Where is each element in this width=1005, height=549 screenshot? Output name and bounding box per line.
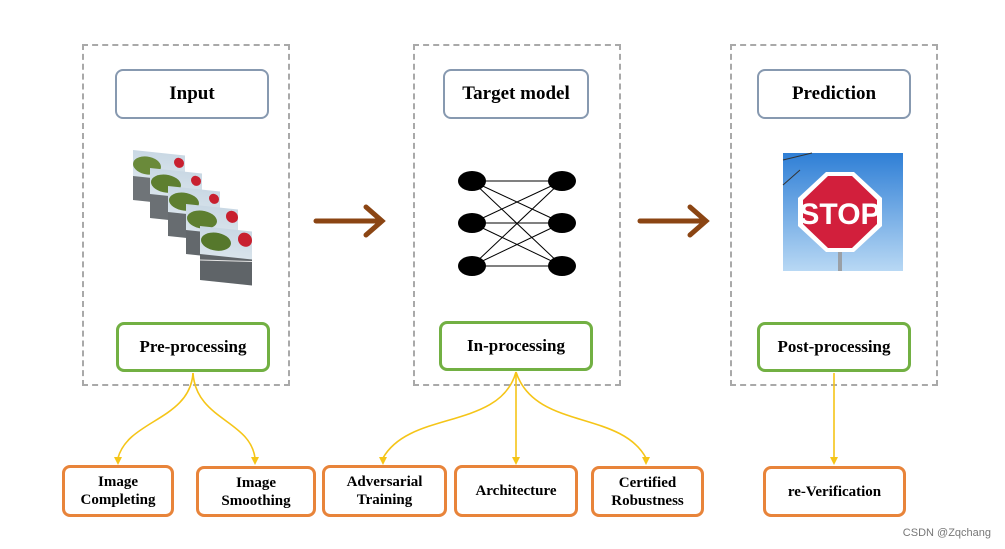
method-label-line1: Adversarial: [346, 474, 423, 490]
method-label-line1: Certified: [618, 474, 677, 491]
stop-octagon: [803, 176, 877, 248]
watermark-text: CSDN @Zqchang: [902, 527, 991, 539]
output-node: [548, 213, 576, 233]
pre-processing-box: Pre-processing: [116, 322, 270, 372]
output-node: [548, 171, 576, 191]
branch-arrowheads: [114, 457, 838, 465]
method-label: re-Verification: [787, 483, 882, 500]
method-label-line1: Image: [236, 474, 276, 491]
model-stage-frame: [413, 44, 621, 386]
branch-lines: [117, 371, 835, 459]
certified-robustness-box: Certified Robustness: [591, 466, 704, 517]
flow-arrow-1: [313, 204, 386, 238]
flow-arrow-2: [637, 204, 710, 238]
adversarial-training-box: Adversarial Training: [322, 465, 447, 517]
method-label-line1: Image: [98, 474, 138, 490]
re-verification-box: re-Verification: [763, 466, 906, 517]
in-processing-box: In-processing: [439, 321, 593, 371]
input-image-stack: [133, 150, 253, 286]
input-title: Input: [115, 69, 269, 119]
method-label: Architecture: [475, 483, 557, 499]
image-smoothing-box: Image Smoothing: [196, 466, 316, 517]
image-completing-box: Image Completing: [62, 465, 174, 517]
method-label-line2: Completing: [80, 492, 156, 508]
stop-sign-image: STOP: [782, 152, 903, 271]
output-node: [548, 256, 576, 276]
input-node: [458, 213, 486, 233]
stop-sign-text: STOP: [799, 198, 880, 231]
input-stage-frame: [82, 44, 290, 386]
post-processing-box: Post-processing: [757, 322, 911, 372]
method-label-line2: Robustness: [611, 492, 684, 509]
input-node: [458, 256, 486, 276]
method-label-line2: Training: [356, 492, 413, 508]
input-node: [458, 171, 486, 191]
architecture-box: Architecture: [454, 465, 578, 517]
method-label-line2: Smoothing: [221, 492, 291, 509]
neural-network-icon: [458, 171, 576, 276]
target-model-title: Target model: [443, 69, 589, 119]
prediction-title: Prediction: [757, 69, 911, 119]
